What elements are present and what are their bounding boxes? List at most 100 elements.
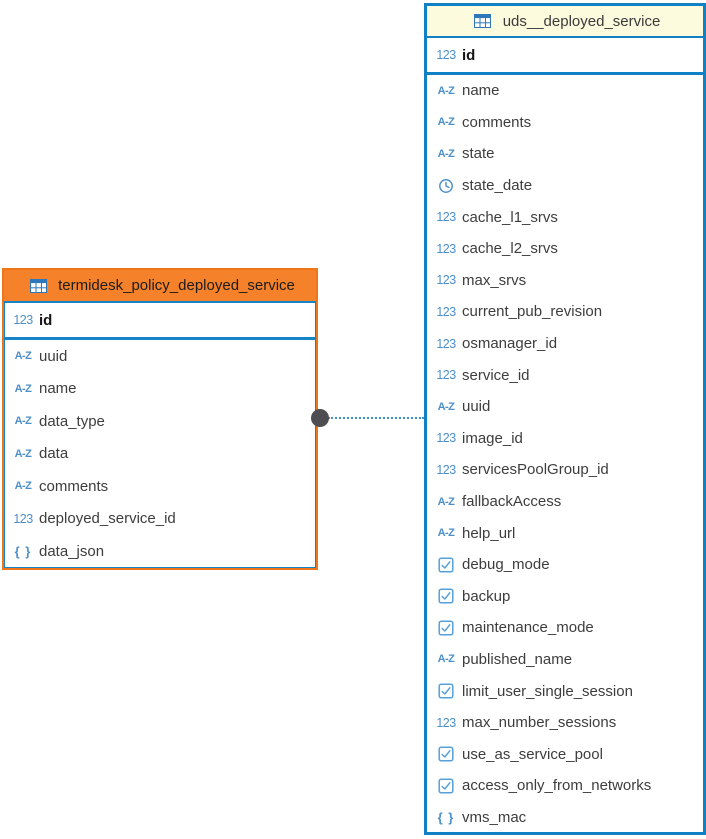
column-name: maintenance_mode (462, 619, 594, 637)
number-type-icon: 123 (436, 462, 456, 477)
number-type-icon: 123 (436, 336, 456, 351)
column-name: uuid (39, 347, 68, 365)
column-row[interactable]: { } vms_mac (427, 802, 703, 832)
column-name: max_srvs (462, 271, 527, 289)
column-row[interactable]: A-Z uuid (427, 391, 703, 423)
column-name: published_name (462, 650, 573, 668)
number-type-icon: 123 (436, 273, 456, 288)
column-name: backup (462, 587, 511, 605)
string-type-icon: A-Z (437, 495, 455, 508)
entity-title: uds__deployed_service (502, 12, 661, 30)
column-row[interactable]: A-Z name (4, 373, 316, 406)
column-name: comments (462, 113, 532, 131)
boolean-type-icon (433, 620, 459, 636)
column-name: data_type (39, 412, 105, 430)
column-row[interactable]: maintenance_mode (427, 612, 703, 644)
datetime-type-icon (433, 178, 459, 194)
entity-header[interactable]: termidesk_policy_deployed_service (4, 270, 316, 303)
string-type-icon: A-Z (14, 415, 32, 428)
number-type-icon: 123 (436, 241, 456, 256)
column-row[interactable]: A-Z state (427, 138, 703, 170)
column-row[interactable]: 123 deployed_service_id (4, 503, 316, 536)
column-row[interactable]: { } data_json (4, 535, 316, 568)
number-type-icon: 123 (13, 511, 33, 526)
string-type-icon: A-Z (437, 400, 455, 413)
column-name: id (462, 46, 476, 64)
entity-header[interactable]: uds__deployed_service (427, 6, 703, 38)
relation-line[interactable] (328, 417, 424, 419)
json-type-icon: { } (437, 809, 455, 825)
string-type-icon: A-Z (14, 350, 32, 363)
boolean-type-icon (433, 746, 459, 762)
column-name: service_id (462, 366, 530, 384)
column-name: name (39, 380, 77, 398)
column-row[interactable]: use_as_service_pool (427, 738, 703, 770)
string-type-icon: A-Z (437, 84, 455, 97)
column-name: vms_mac (462, 808, 527, 826)
number-type-icon: 123 (436, 715, 456, 730)
column-row[interactable]: A-Z fallbackAccess (427, 486, 703, 518)
column-name: max_number_sessions (462, 714, 617, 732)
column-row[interactable]: A-Z comments (427, 107, 703, 139)
column-name: servicesPoolGroup_id (462, 461, 609, 479)
column-name: use_as_service_pool (462, 745, 603, 763)
column-name: uuid (462, 398, 491, 416)
column-row[interactable]: limit_user_single_session (427, 675, 703, 707)
column-name: cache_l1_srvs (462, 208, 558, 226)
number-type-icon: 123 (436, 304, 456, 319)
column-row[interactable]: state_date (427, 170, 703, 202)
column-row[interactable]: debug_mode (427, 549, 703, 581)
string-type-icon: A-Z (14, 447, 32, 460)
column-name: id (39, 311, 53, 329)
column-name: comments (39, 477, 109, 495)
column-name: fallbackAccess (462, 493, 562, 511)
boolean-type-icon (433, 778, 459, 794)
string-type-icon: A-Z (437, 527, 455, 540)
column-row[interactable]: backup (427, 581, 703, 613)
relation-endpoint-dot[interactable] (311, 409, 329, 427)
number-type-icon: 123 (436, 210, 456, 225)
string-type-icon: A-Z (437, 653, 455, 666)
column-row[interactable]: A-Z uuid (4, 340, 316, 373)
column-name: osmanager_id (462, 335, 558, 353)
column-name: image_id (462, 429, 523, 447)
string-type-icon: A-Z (437, 147, 455, 160)
column-name: deployed_service_id (39, 510, 176, 528)
column-row[interactable]: 123 servicesPoolGroup_id (427, 454, 703, 486)
column-row[interactable]: A-Z published_name (427, 644, 703, 676)
boolean-type-icon (433, 683, 459, 699)
column-row[interactable]: 123 max_number_sessions (427, 707, 703, 739)
column-row[interactable]: A-Z data_type (4, 405, 316, 438)
string-type-icon: A-Z (437, 116, 455, 129)
string-type-icon: A-Z (14, 382, 32, 395)
column-row[interactable]: 123 cache_l1_srvs (427, 201, 703, 233)
column-row[interactable]: 123 osmanager_id (427, 328, 703, 360)
column-row[interactable]: access_only_from_networks (427, 770, 703, 802)
table-icon (25, 278, 51, 293)
column-row[interactable]: 123 cache_l2_srvs (427, 233, 703, 265)
column-name: state (462, 145, 495, 163)
json-type-icon: { } (14, 543, 32, 559)
column-name: access_only_from_networks (462, 777, 652, 795)
column-row[interactable]: 123 service_id (427, 359, 703, 391)
column-name: data_json (39, 542, 105, 560)
number-type-icon: 123 (436, 368, 456, 383)
column-row[interactable]: 123 max_srvs (427, 265, 703, 297)
column-name: cache_l2_srvs (462, 240, 558, 258)
boolean-type-icon (433, 557, 459, 573)
column-name: state_date (462, 177, 533, 195)
